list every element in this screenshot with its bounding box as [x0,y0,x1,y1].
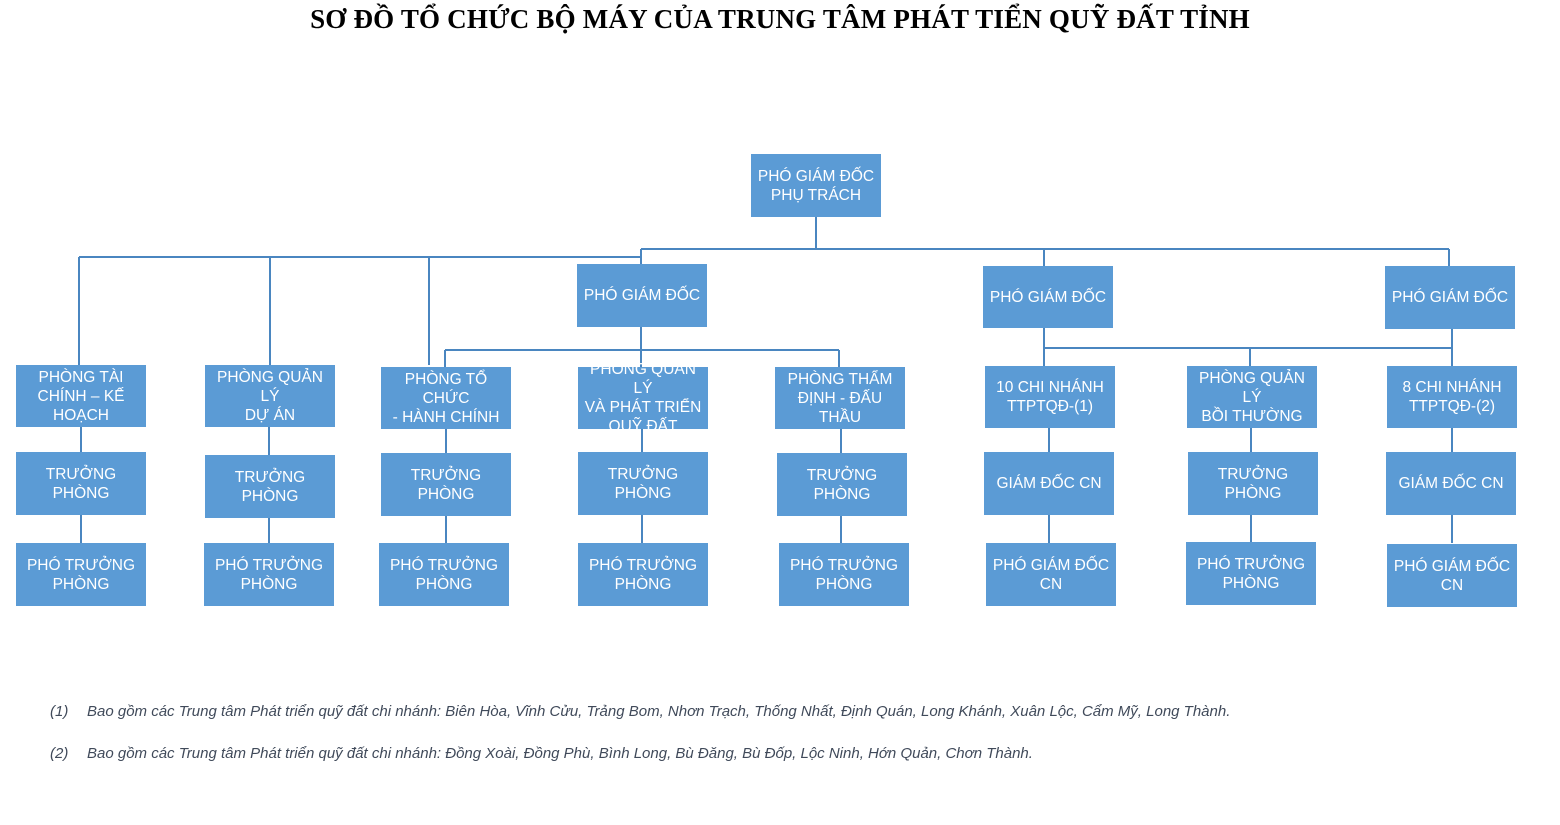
footnote-1: (1) Bao gồm các Trung tâm Phát triển quỹ … [50,703,1230,720]
node-dept-organization-administration: PHÒNG TỔ CHỨC - HÀNH CHÍNH [381,367,511,429]
node-dept-project-management: PHÒNG QUẢN LÝ DỰ ÁN [205,365,335,427]
node-head-1: TRƯỞNG PHÒNG [16,452,146,515]
node-head-2: TRƯỞNG PHÒNG [205,455,335,518]
node-dept-appraisal-bidding: PHÒNG THẨM ĐỊNH - ĐẤU THẦU [775,367,905,429]
node-vice-7: PHÓ TRƯỞNG PHÒNG [1186,542,1316,605]
node-vice-8: PHÓ GIÁM ĐỐC CN [1387,544,1517,607]
node-top-deputy-director-in-charge: PHÓ GIÁM ĐỐC PHỤ TRÁCH [751,154,881,217]
node-vice-6: PHÓ GIÁM ĐỐC CN [986,543,1116,606]
node-deputy-director-1: PHÓ GIÁM ĐỐC [577,264,707,327]
node-head-3: TRƯỞNG PHÒNG [381,453,511,516]
node-dept-compensation-management: PHÒNG QUẢN LÝ BỒI THƯỜNG [1187,366,1317,428]
footnote-2: (2) Bao gồm các Trung tâm Phát triển quỹ … [50,745,1033,762]
node-vice-4: PHÓ TRƯỞNG PHÒNG [578,543,708,606]
node-head-6: GIÁM ĐỐC CN [984,452,1114,515]
node-head-5: TRƯỞNG PHÒNG [777,453,907,516]
footnote-text: Bao gồm các Trung tâm Phát triển quỹ đất… [87,745,1033,762]
node-head-4: TRƯỞNG PHÒNG [578,452,708,515]
node-vice-3: PHÓ TRƯỞNG PHÒNG [379,543,509,606]
node-vice-1: PHÓ TRƯỞNG PHÒNG [16,543,146,606]
footnote-number: (1) [50,703,69,720]
node-deputy-director-3: PHÓ GIÁM ĐỐC [1385,266,1515,329]
node-dept-land-fund-development: PHÒNG QUẢN LÝ VÀ PHÁT TRIỂN QUỸ ĐẤT [578,361,708,435]
footnote-number: (2) [50,745,69,762]
node-vice-2: PHÓ TRƯỞNG PHÒNG [204,543,334,606]
node-branches-8: 8 CHI NHÁNH TTPTQĐ-(2) [1387,366,1517,428]
node-branches-10: 10 CHI NHÁNH TTPTQĐ-(1) [985,366,1115,428]
chart-title: SƠ ĐỒ TỔ CHỨC BỘ MÁY CỦA TRUNG TÂM PHÁT … [310,4,1250,34]
node-head-8: GIÁM ĐỐC CN [1386,452,1516,515]
node-deputy-director-2: PHÓ GIÁM ĐỐC [983,266,1113,328]
node-vice-5: PHÓ TRƯỞNG PHÒNG [779,543,909,606]
node-dept-finance-planning: PHÒNG TÀI CHÍNH – KẾ HOẠCH [16,365,146,427]
node-head-7: TRƯỞNG PHÒNG [1188,452,1318,515]
footnote-text: Bao gồm các Trung tâm Phát triển quỹ đất… [87,703,1231,720]
